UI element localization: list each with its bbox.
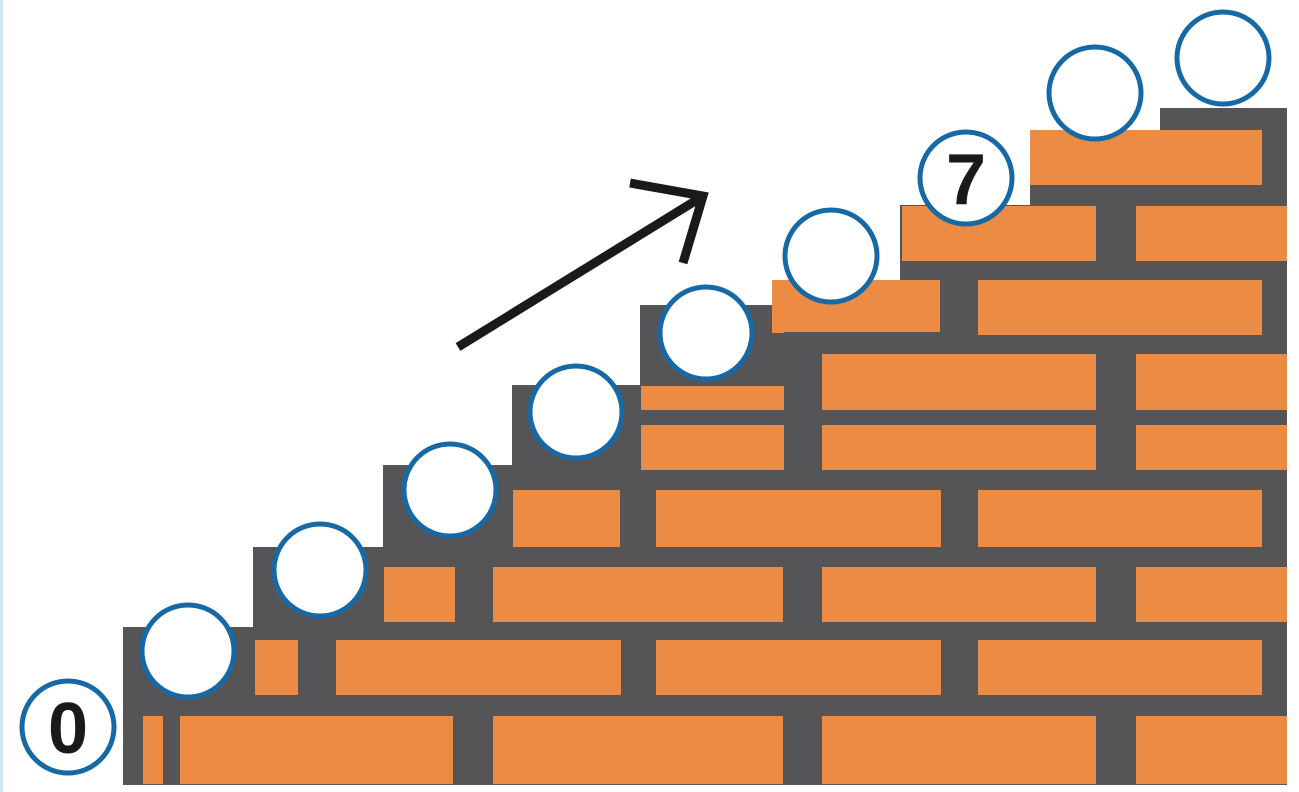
circle-outline [530,366,622,458]
step-circle-0: 0 [22,681,114,773]
brick [978,640,1262,695]
brick [180,716,453,784]
step-label: 0 [48,689,88,769]
circle-outline [660,287,752,379]
brick [255,640,298,695]
step-circle-4 [530,366,622,458]
brick [822,425,1096,470]
brick [336,640,621,695]
brick [656,640,941,695]
step-circle-3 [404,444,496,536]
circle-outline [1049,47,1141,139]
brick [1136,354,1287,410]
brick [1136,425,1287,470]
step-circle-5 [660,287,752,379]
brick [902,206,1096,261]
brick [493,716,783,784]
brick [978,280,1262,335]
brick [978,490,1262,547]
brick [822,716,1096,784]
circle-outline [785,210,877,302]
brick [1136,716,1287,784]
circle-outline [404,444,496,536]
brick [1136,206,1287,261]
step-circle-9 [1177,12,1269,104]
brick [513,490,620,547]
circle-outline [142,605,234,697]
brick [493,567,783,622]
brick [384,567,455,622]
step-circle-7: 7 [920,132,1012,224]
circle-outline [1177,12,1269,104]
step-circle-1 [142,605,234,697]
brick [641,425,784,470]
brick-wall [123,108,1287,785]
brick [1030,130,1262,185]
step-circle-8 [1049,47,1141,139]
step-circle-6 [785,210,877,302]
step-circle-2 [274,524,366,616]
circle-outline [274,524,366,616]
brick [1136,567,1287,622]
brick [641,386,784,410]
brick [822,567,1096,622]
brick [656,490,941,547]
brick [143,716,163,784]
step-label: 7 [946,140,986,220]
brick [822,354,1096,410]
